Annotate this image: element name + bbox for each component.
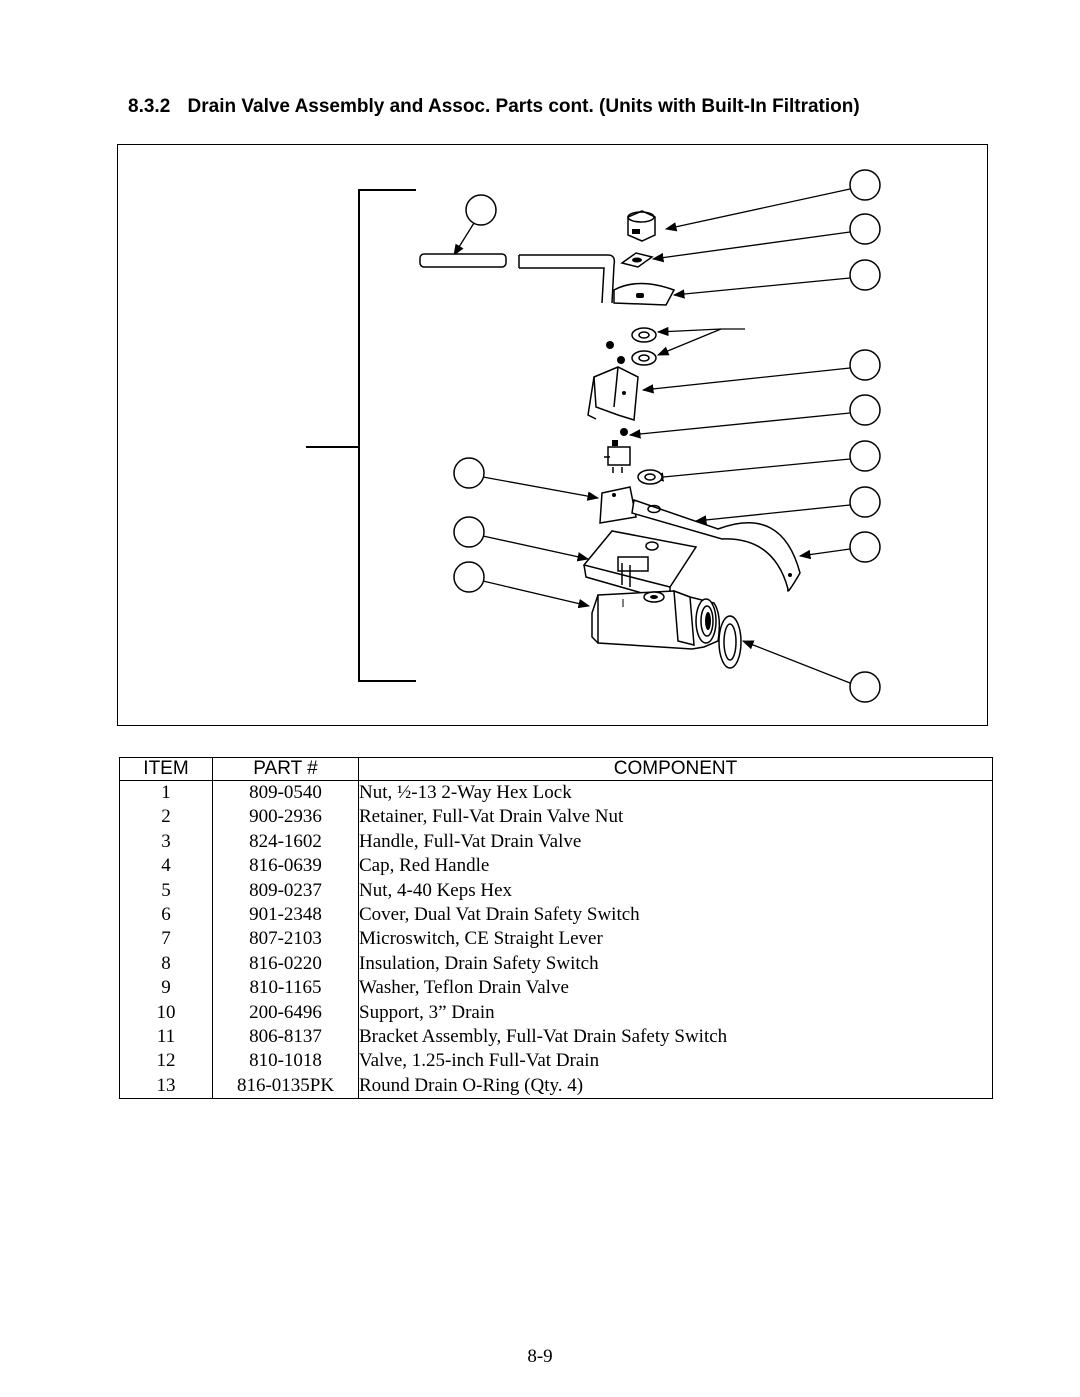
washers xyxy=(631,327,657,366)
callout-right-3 xyxy=(849,259,881,291)
full-vat-drain-valve xyxy=(591,589,721,650)
component-name: Microswitch, CE Straight Lever xyxy=(358,927,993,952)
callout-right-1 xyxy=(849,169,881,201)
item-number: 8 xyxy=(119,951,213,977)
switch-cover xyxy=(587,366,639,421)
component-name: Retainer, Full-Vat Drain Valve Nut xyxy=(358,805,993,830)
table-row: 3 824-1602 Handle, Full-Vat Drain Valve xyxy=(119,829,993,855)
item-number: 10 xyxy=(119,1000,213,1026)
table-row: 9 810-1165 Washer, Teflon Drain Valve xyxy=(119,976,993,1001)
teflon-washer xyxy=(637,469,663,485)
hex-lock-nut xyxy=(627,210,656,242)
parts-table-header: ITEM PART # COMPONENT xyxy=(119,757,993,781)
table-row: 11 806-8137 Bracket Assembly, Full-Vat D… xyxy=(119,1025,993,1050)
part-number: 200-6496 xyxy=(212,1000,359,1026)
table-row: 8 816-0220 Insulation, Drain Safety Swit… xyxy=(119,951,993,977)
microswitch xyxy=(604,440,631,473)
part-number: 810-1018 xyxy=(212,1049,359,1074)
insulation xyxy=(599,486,637,524)
callout-right-4 xyxy=(849,349,881,381)
leader-arrows xyxy=(453,188,851,684)
callout-right-6 xyxy=(849,440,881,472)
table-row: 6 901-2348 Cover, Dual Vat Drain Safety … xyxy=(119,903,993,928)
component-name: Handle, Full-Vat Drain Valve xyxy=(358,829,993,855)
drain-valve-exploded-diagram xyxy=(306,169,881,703)
parts-table: ITEM PART # COMPONENT 1 809-0540 Nut, ½-… xyxy=(119,757,993,1100)
part-number: 900-2936 xyxy=(212,805,359,830)
part-number: 901-2348 xyxy=(212,903,359,928)
assembly-bracket xyxy=(306,189,416,682)
component-name: Bracket Assembly, Full-Vat Drain Safety … xyxy=(358,1025,993,1050)
section-number: 8.3.2 xyxy=(128,96,171,117)
table-row: 1 809-0540 Nut, ½-13 2-Way Hex Lock xyxy=(119,780,993,806)
table-row: 4 816-0639 Cap, Red Handle xyxy=(119,854,993,879)
header-component: COMPONENT xyxy=(358,757,993,781)
callout-right-9 xyxy=(849,671,881,703)
part-number: 810-1165 xyxy=(212,976,359,1001)
part-number: 806-8137 xyxy=(212,1025,359,1050)
header-item: ITEM xyxy=(119,757,213,781)
retainer xyxy=(620,252,654,268)
callout-circles xyxy=(453,169,881,703)
component-name: Cover, Dual Vat Drain Safety Switch xyxy=(358,903,993,928)
item-number: 13 xyxy=(119,1073,213,1099)
item-number: 3 xyxy=(119,829,213,855)
part-number: 809-0540 xyxy=(212,780,359,806)
item-number: 7 xyxy=(119,927,213,952)
part-number: 807-2103 xyxy=(212,927,359,952)
item-number: 11 xyxy=(119,1025,213,1050)
callout-left-2 xyxy=(453,516,485,548)
component-name: Valve, 1.25-inch Full-Vat Drain xyxy=(358,1049,993,1074)
item-number: 2 xyxy=(119,805,213,830)
handle-plate xyxy=(613,282,676,306)
part-number: 809-0237 xyxy=(212,878,359,904)
item-number: 1 xyxy=(119,780,213,806)
callout-left-3 xyxy=(453,561,485,593)
callout-right-2 xyxy=(849,213,881,245)
table-row: 7 807-2103 Microswitch, CE Straight Leve… xyxy=(119,927,993,952)
item-number: 4 xyxy=(119,854,213,879)
table-row: 12 810-1018 Valve, 1.25-inch Full-Vat Dr… xyxy=(119,1049,993,1074)
item-number: 6 xyxy=(119,903,213,928)
callout-left-1 xyxy=(453,457,485,489)
part-number: 816-0135PK xyxy=(212,1073,359,1099)
section-heading: 8.3.2 Drain Valve Assembly and Assoc. Pa… xyxy=(128,96,1028,118)
handle-rod xyxy=(419,253,616,304)
bracket-assembly xyxy=(582,530,698,602)
part-number: 816-0220 xyxy=(212,951,359,977)
part-number: 824-1602 xyxy=(212,829,359,855)
callout-right-5 xyxy=(849,394,881,426)
table-row: 5 809-0237 Nut, 4-40 Keps Hex xyxy=(119,878,993,904)
table-row: 2 900-2936 Retainer, Full-Vat Drain Valv… xyxy=(119,805,993,830)
table-row: 10 200-6496 Support, 3” Drain xyxy=(119,1000,993,1026)
callout-left-top xyxy=(465,194,497,226)
exploded-view-figure xyxy=(117,144,988,726)
callout-right-8 xyxy=(849,531,881,563)
item-number: 12 xyxy=(119,1049,213,1074)
item-number: 9 xyxy=(119,976,213,1001)
section-title: Drain Valve Assembly and Assoc. Parts co… xyxy=(187,96,860,117)
o-ring xyxy=(718,615,742,669)
component-name: Washer, Teflon Drain Valve xyxy=(358,976,993,1001)
component-name: Round Drain O-Ring (Qty. 4) xyxy=(358,1073,993,1099)
part-number: 816-0639 xyxy=(212,854,359,879)
component-name: Nut, ½-13 2-Way Hex Lock xyxy=(358,780,993,806)
callout-right-7 xyxy=(849,486,881,518)
drain-support xyxy=(631,498,801,592)
keps-nuts xyxy=(606,341,628,436)
item-number: 5 xyxy=(119,878,213,904)
page-number: 8-9 xyxy=(527,1346,553,1367)
component-name: Nut, 4-40 Keps Hex xyxy=(358,878,993,904)
table-row: 13 816-0135PK Round Drain O-Ring (Qty. 4… xyxy=(119,1073,993,1099)
component-name: Cap, Red Handle xyxy=(358,854,993,879)
header-part: PART # xyxy=(212,757,359,781)
component-name: Support, 3” Drain xyxy=(358,1000,993,1026)
component-name: Insulation, Drain Safety Switch xyxy=(358,951,993,977)
